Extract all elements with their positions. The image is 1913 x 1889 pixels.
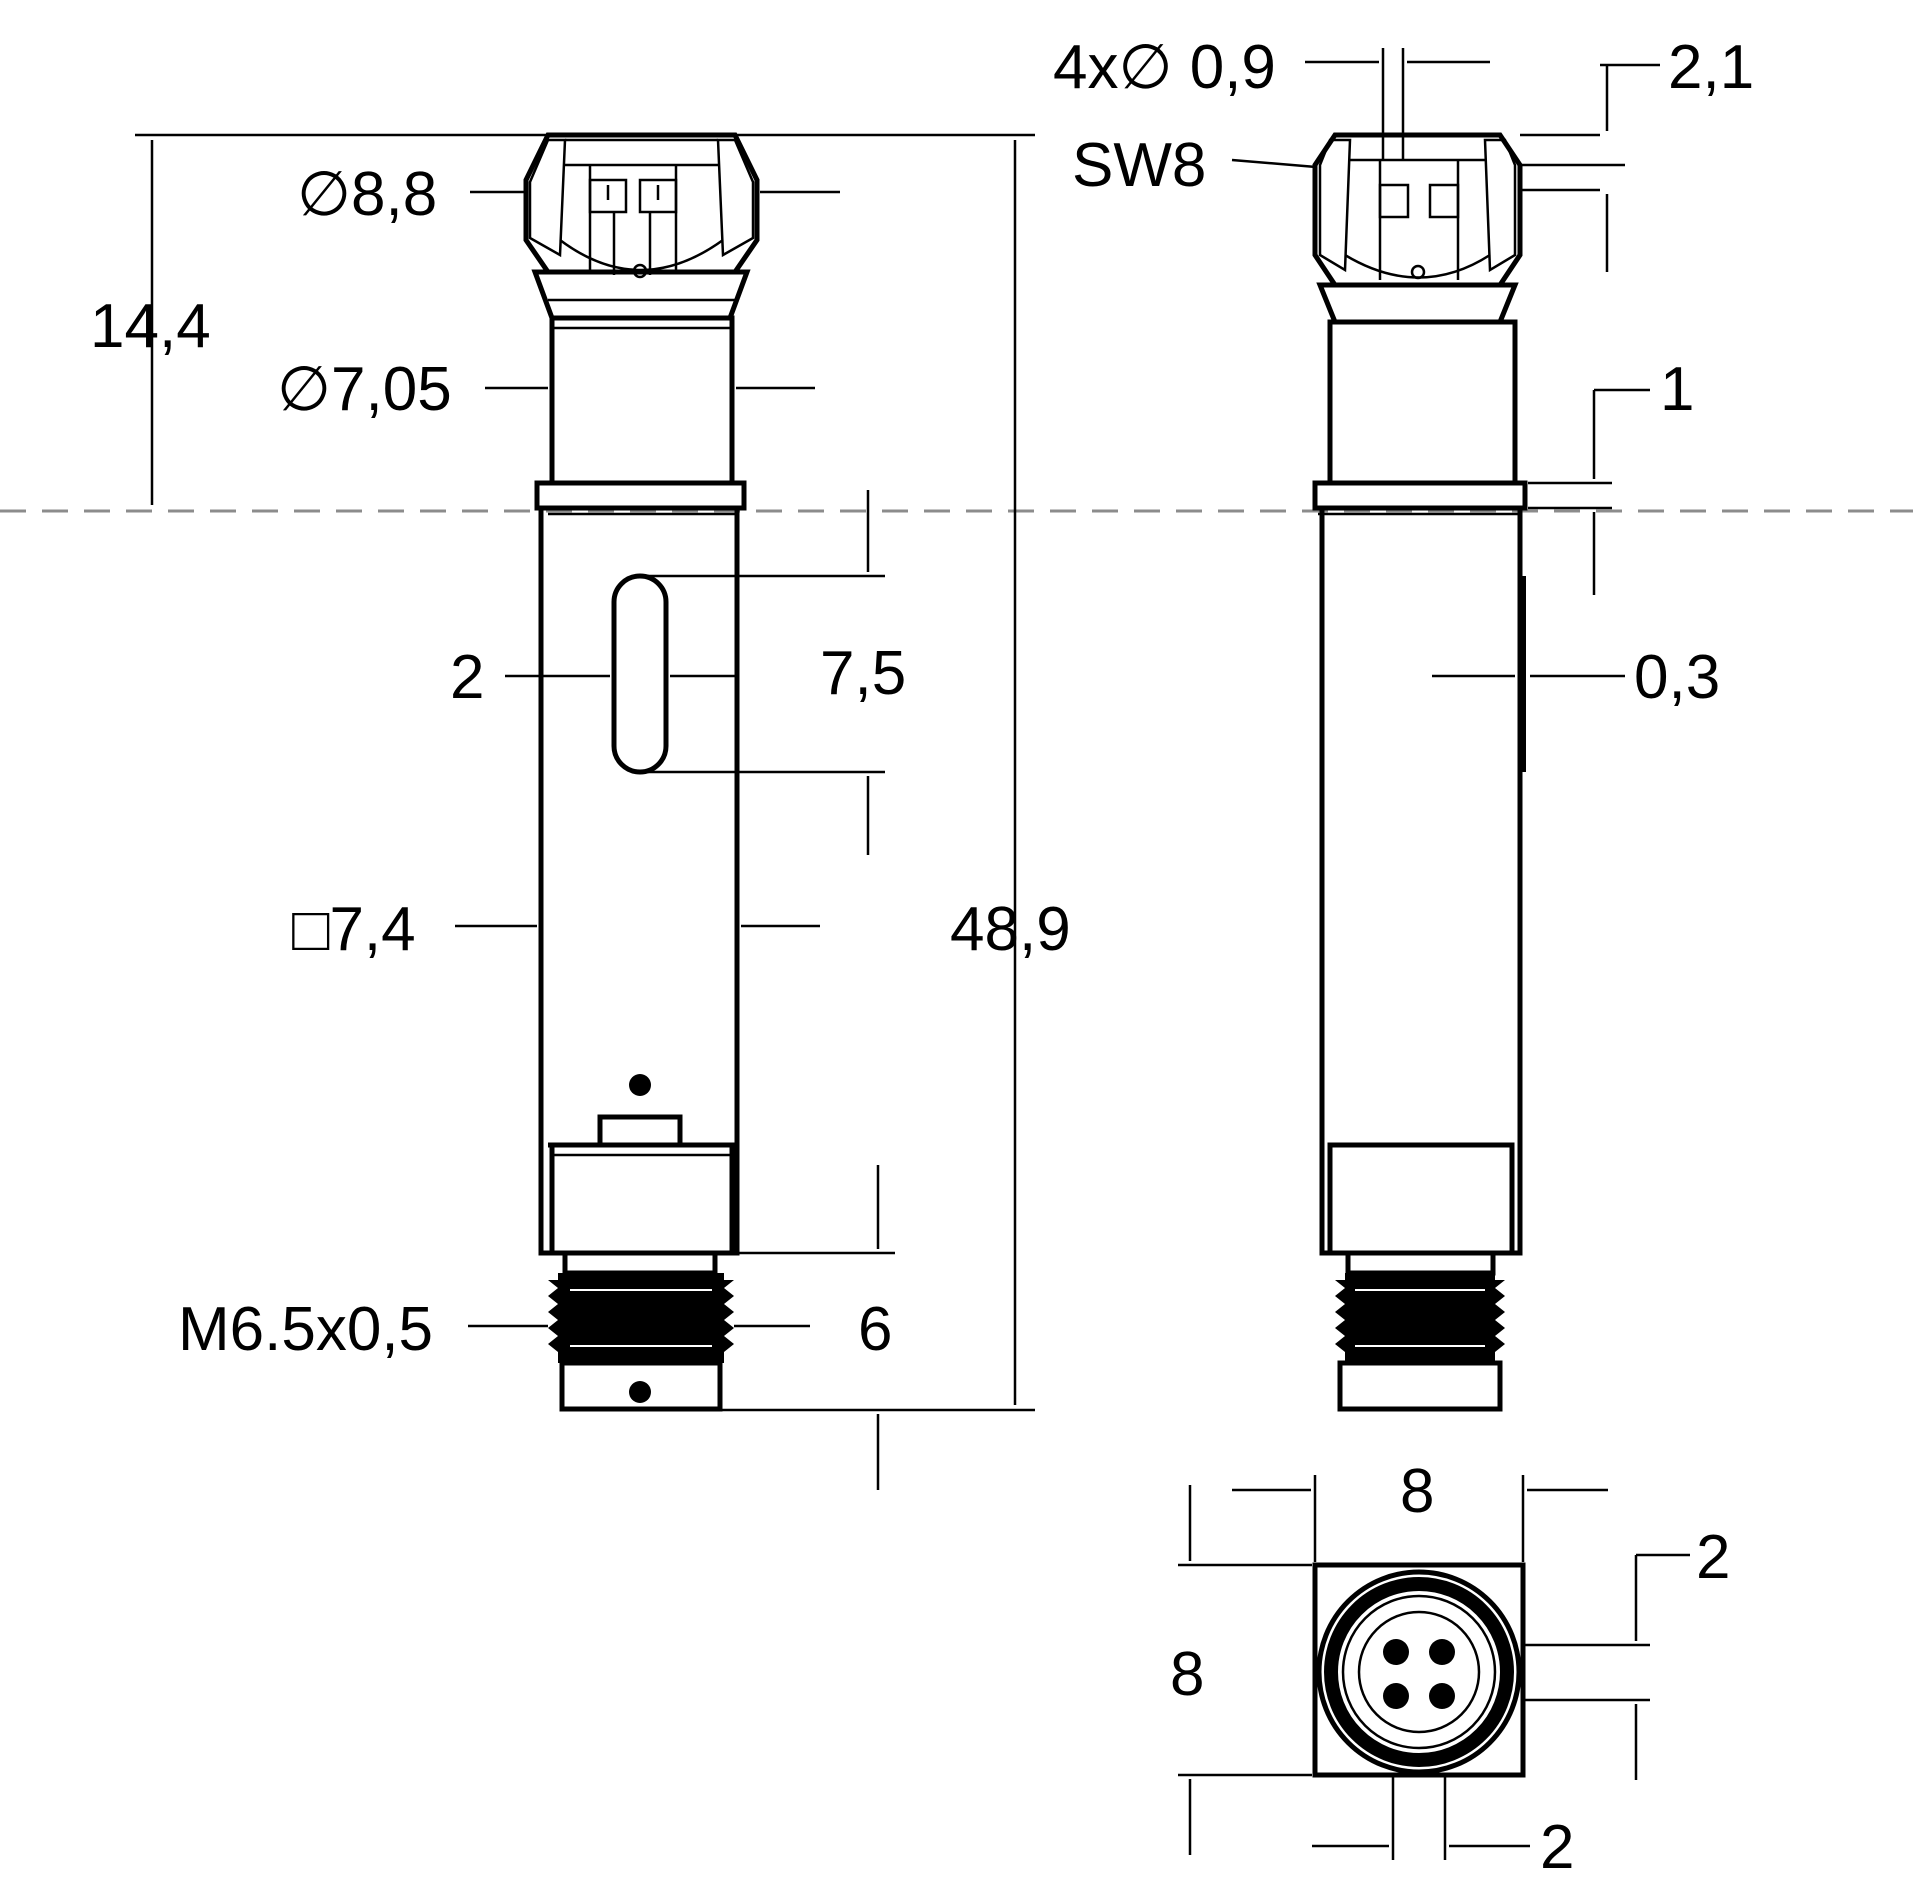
front-body [538, 505, 740, 1256]
front-tip [559, 1360, 723, 1412]
face-pin-2 [1429, 1639, 1455, 1665]
face-pin-3 [1383, 1683, 1409, 1709]
label-wrench-size: SW8 [1072, 131, 1206, 200]
face-pin-1 [1383, 1639, 1409, 1665]
front-slot [611, 573, 669, 775]
label-flat: 0,3 [1634, 643, 1720, 712]
label-height-14: 14,4 [90, 292, 211, 361]
label-face-offset-right: 2 [1696, 1523, 1730, 1592]
front-neck [549, 315, 735, 486]
dimension-labels: 4x∅ 0,9 2,1 SW8 ∅8,8 14,4 ∅7,05 1 2 7,5 … [90, 33, 1754, 1882]
front-pins [588, 165, 678, 279]
label-pin-diameter: 4x∅ 0,9 [1053, 33, 1276, 102]
label-total-length: 48,9 [950, 895, 1071, 964]
face-square [1312, 1562, 1526, 1778]
front-view [523, 132, 760, 1412]
label-thread: M6.5x0,5 [178, 1295, 433, 1364]
label-collar: 1 [1660, 355, 1694, 424]
label-body-square: □7,4 [292, 895, 416, 964]
front-collar [534, 480, 747, 511]
label-head-diameter: ∅8,8 [297, 160, 437, 229]
dimension-lines [135, 48, 1690, 1860]
side-view [1312, 132, 1528, 1412]
face-view [1312, 1562, 1526, 1778]
side-body [1319, 505, 1523, 1256]
label-face-offset-bottom: 2 [1540, 1813, 1574, 1882]
label-pin-offset: 2,1 [1668, 33, 1754, 102]
label-slot-width: 2 [450, 643, 484, 712]
side-flat [1519, 576, 1526, 772]
label-thread-length: 6 [858, 1295, 892, 1364]
side-collar [1312, 480, 1528, 511]
label-shaft-diameter: ∅7,05 [277, 355, 452, 424]
label-slot-length: 7,5 [820, 639, 906, 708]
front-led-dot [629, 1074, 651, 1096]
label-face-width: 8 [1400, 1457, 1434, 1526]
label-face-height: 8 [1170, 1640, 1204, 1709]
front-thread [548, 1273, 734, 1363]
side-thread [1335, 1273, 1505, 1363]
face-pin-4 [1429, 1683, 1455, 1709]
